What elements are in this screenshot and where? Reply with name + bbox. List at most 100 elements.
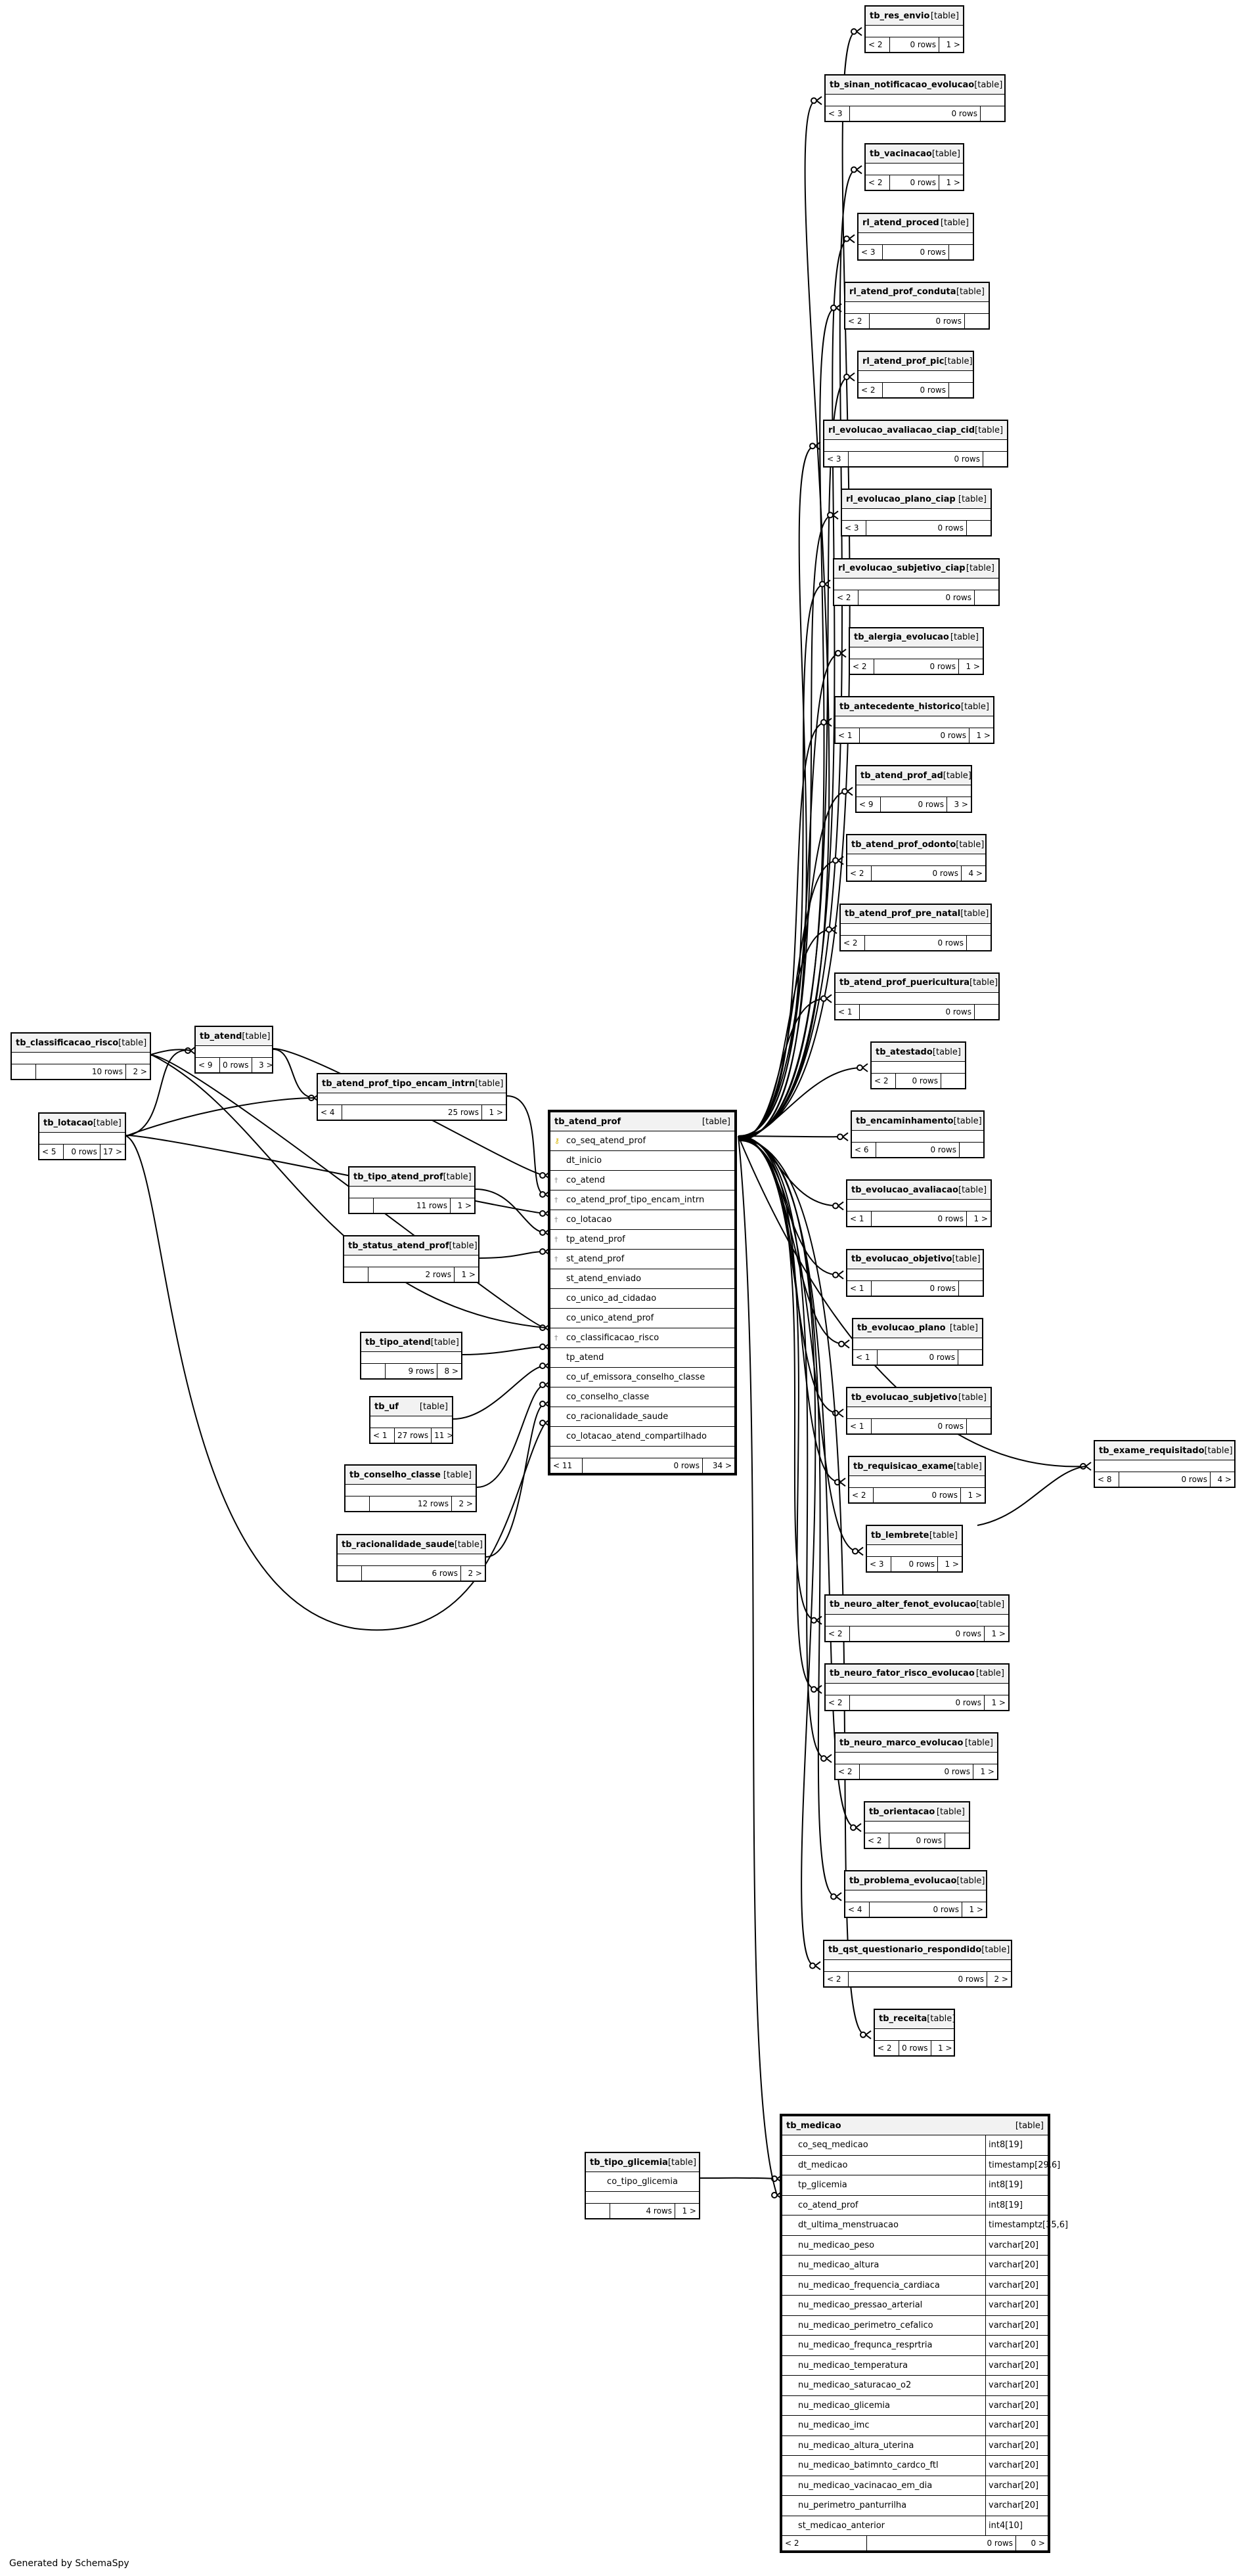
children-count[interactable] — [941, 1074, 965, 1088]
table-name[interactable]: tb_tipo_atend — [365, 1337, 431, 1347]
parents-count[interactable]: < 2 — [875, 2040, 899, 2055]
column-row[interactable]: st_atend_enviado — [550, 1269, 734, 1289]
children-count[interactable] — [949, 245, 973, 259]
table-name[interactable]: tb_atend_prof_tipo_encam_intrn — [322, 1078, 476, 1089]
parents-count[interactable]: < 2 — [866, 37, 890, 52]
children-count[interactable] — [983, 452, 1007, 466]
parents-count[interactable]: < 2 — [782, 2536, 867, 2550]
parents-count[interactable]: < 3 — [867, 1557, 891, 1572]
children-count[interactable]: 4 > — [1217, 1475, 1232, 1484]
column-row[interactable]: co_racionalidade_saude — [550, 1407, 734, 1427]
child-table-tb-qst-questionario-respondido[interactable]: tb_qst_questionario_respondido[table]< 2… — [823, 1939, 1012, 1988]
table-name[interactable]: tb_requisicao_exame — [853, 1461, 954, 1472]
children-count[interactable]: 1 > — [968, 1491, 982, 1500]
children-count[interactable] — [967, 936, 991, 950]
table-name[interactable]: tb_neuro_fator_risco_evolucao — [830, 1669, 975, 1679]
parents-count[interactable] — [12, 1064, 36, 1079]
column-row[interactable]: tp_atend — [550, 1348, 734, 1368]
table-name[interactable]: tb_atend_prof_ad — [860, 770, 943, 781]
table-name[interactable]: tb_atend_prof_pre_natal — [845, 909, 961, 919]
column-row[interactable]: co_unico_atend_prof — [550, 1309, 734, 1328]
children-count[interactable]: 1 > — [976, 731, 991, 740]
parents-count[interactable]: < 8 — [1095, 1472, 1119, 1487]
parents-count[interactable]: < 1 — [370, 1428, 395, 1443]
children-count[interactable]: 2 > — [994, 1974, 1008, 1984]
parents-count[interactable]: < 4 — [318, 1105, 342, 1120]
children-count[interactable] — [975, 590, 998, 605]
children-count[interactable]: 1 > — [980, 1767, 994, 1776]
children-count[interactable]: 34 > — [712, 1461, 732, 1470]
children-count[interactable]: 2 > — [133, 1067, 147, 1076]
children-count[interactable] — [967, 521, 991, 535]
column-row[interactable]: †tp_atend_prof — [550, 1230, 734, 1250]
parents-count[interactable]: < 2 — [841, 935, 865, 950]
table-name[interactable]: tb_evolucao_objetivo — [851, 1254, 952, 1265]
table-name[interactable]: tb_status_atend_prof — [348, 1240, 449, 1251]
parents-count[interactable]: < 2 — [824, 1971, 849, 1986]
parents-count[interactable]: < 6 — [852, 1143, 876, 1158]
table-name[interactable]: tb_atestado — [876, 1047, 933, 1057]
parents-count[interactable]: < 1 — [847, 1212, 872, 1227]
children-count[interactable]: 1 > — [969, 1905, 983, 1915]
table-name[interactable]: rl_atend_prof_pic — [862, 356, 945, 366]
parents-count[interactable]: < 4 — [845, 1902, 870, 1917]
parents-count[interactable]: < 1 — [847, 1419, 872, 1433]
parents-count[interactable]: < 2 — [866, 175, 890, 190]
table-name[interactable]: tb_lembrete — [871, 1530, 929, 1540]
column-row[interactable]: †co_atend — [550, 1171, 734, 1190]
children-count[interactable]: 1 > — [946, 178, 960, 188]
parents-count[interactable] — [349, 1198, 374, 1213]
table-name[interactable]: tb_uf — [374, 1401, 399, 1412]
parents-count[interactable]: < 3 — [824, 452, 849, 467]
table-name[interactable]: tb_antecedente_historico — [839, 701, 961, 712]
table-name[interactable]: tb_alergia_evolucao — [854, 632, 949, 643]
column-row[interactable]: co_uf_emissora_conselho_classe — [550, 1368, 734, 1387]
parents-count[interactable]: < 3 — [858, 244, 883, 259]
table-name[interactable]: rl_atend_prof_conduta — [849, 287, 956, 297]
parents-count[interactable] — [586, 2204, 610, 2218]
column-row[interactable]: †co_lotacao — [550, 1210, 734, 1230]
parents-count[interactable] — [338, 1566, 362, 1581]
children-count[interactable] — [967, 1419, 991, 1433]
table-name[interactable]: tb_evolucao_subjetivo — [851, 1392, 958, 1403]
children-count[interactable]: 2 > — [458, 1499, 473, 1508]
parents-count[interactable]: < 9 — [196, 1058, 220, 1072]
table-name[interactable]: tb_exame_requisitado — [1099, 1445, 1205, 1456]
column-row[interactable]: †co_atend_prof_tipo_encam_intrn — [550, 1190, 734, 1210]
parents-count[interactable]: < 3 — [826, 106, 850, 121]
parents-count[interactable]: < 2 — [836, 1764, 860, 1779]
parents-count[interactable]: < 5 — [39, 1145, 64, 1159]
table-name[interactable]: tb_orientacao — [869, 1806, 935, 1817]
column-row[interactable]: co_tipo_glicemia — [586, 2172, 699, 2192]
children-count[interactable]: 1 > — [489, 1108, 503, 1117]
parent-table-tb-atend-prof-tipo-encam-intrn[interactable]: tb_atend_prof_tipo_encam_intrn[table]< 4… — [317, 1073, 507, 1121]
children-count[interactable] — [958, 1350, 982, 1364]
children-count[interactable]: 3 > — [954, 800, 968, 810]
children-count[interactable]: 1 > — [966, 661, 980, 671]
children-count[interactable]: 1 > — [461, 1270, 476, 1279]
